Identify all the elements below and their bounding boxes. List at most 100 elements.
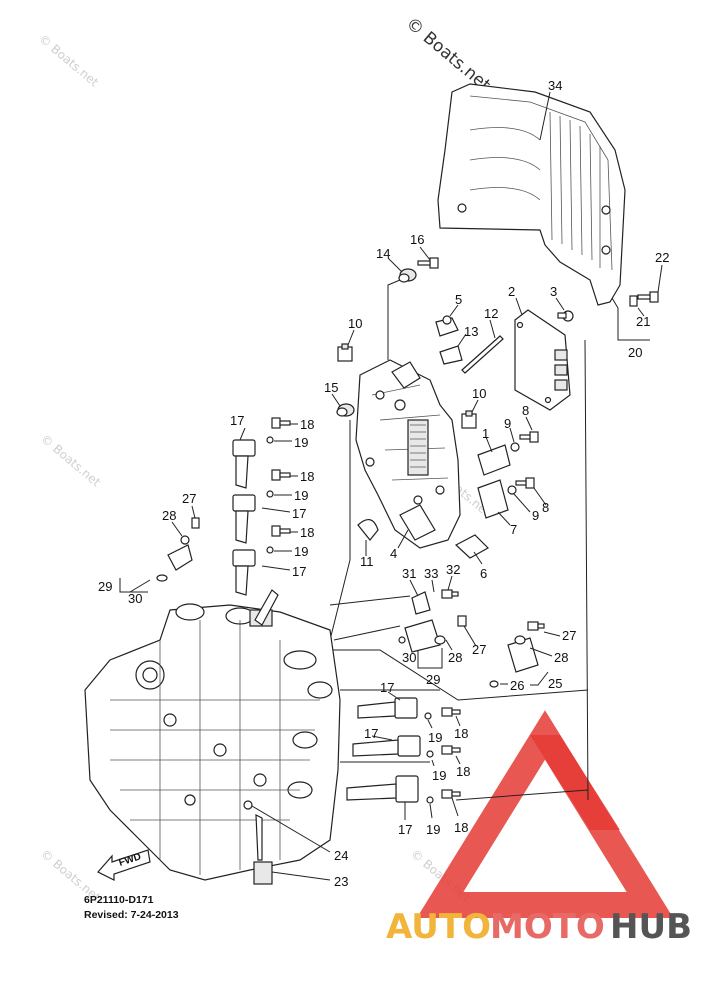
collar-14 <box>398 268 417 283</box>
bolt-18-c <box>271 525 291 537</box>
doc-code: 6P21110-D171 <box>84 894 154 906</box>
callout-29-left: 29 <box>98 579 112 594</box>
bolt-27-left <box>191 517 200 529</box>
callout-17-e: 17 <box>364 726 378 741</box>
callout-8-upper: 8 <box>522 403 529 418</box>
washer-19-f <box>426 796 434 804</box>
bolt-18-b <box>271 469 291 481</box>
callout-19-b: 19 <box>294 488 308 503</box>
callout-13: 13 <box>464 324 478 339</box>
callout-19-e: 19 <box>432 768 446 783</box>
callout-18-d: 18 <box>454 726 468 741</box>
bolt-16 <box>417 257 439 269</box>
ignition-coil-17-e <box>352 735 421 757</box>
callout-18-b: 18 <box>300 469 314 484</box>
bracket-7 <box>477 479 509 519</box>
callout-2: 2 <box>508 284 515 299</box>
washer-19-d <box>424 712 432 720</box>
collar-15 <box>336 403 355 417</box>
fwd-arrow-icon: FWD <box>97 849 151 881</box>
callout-17-a: 17 <box>230 413 244 428</box>
callout-34: 34 <box>548 78 562 93</box>
ecu-2 <box>514 309 571 411</box>
washer-19-c <box>266 546 274 554</box>
callout-19-a: 19 <box>294 435 308 450</box>
callout-24: 24 <box>334 848 348 863</box>
callout-33: 33 <box>424 566 438 581</box>
brand-moto: MOTO <box>490 907 605 947</box>
callout-32: 32 <box>446 562 460 577</box>
clamp-13 <box>439 345 463 365</box>
sensor-29-left <box>156 535 193 582</box>
callout-18-f: 18 <box>454 820 468 835</box>
sensor-23 <box>243 800 273 885</box>
cover-34 <box>437 83 626 306</box>
callout-8-lower: 8 <box>542 500 549 515</box>
callout-29-center: 29 <box>426 672 440 687</box>
brand-wordmark: AUTO MOTO HUB <box>386 907 692 947</box>
clamp-31 <box>411 591 431 615</box>
bolt-18-d <box>441 707 461 717</box>
relay-4 <box>399 504 436 541</box>
callout-28-left: 28 <box>162 508 176 523</box>
callout-14: 14 <box>376 246 390 261</box>
callout-25: 25 <box>548 676 562 691</box>
callout-23: 23 <box>334 874 348 889</box>
bracket-plate <box>355 359 461 549</box>
callout-31: 31 <box>402 566 416 581</box>
callout-16: 16 <box>410 232 424 247</box>
brand-hub: HUB <box>610 907 692 947</box>
callout-10-right: 10 <box>472 386 486 401</box>
callout-18-a: 18 <box>300 417 314 432</box>
ignition-coil-17-f <box>346 775 419 803</box>
clamp-5 <box>435 315 459 337</box>
watermark-top-left: © Boats.net <box>36 32 101 90</box>
callout-1: 1 <box>482 426 489 441</box>
callout-17-f: 17 <box>398 822 412 837</box>
callout-22: 22 <box>655 250 669 265</box>
washer-19-a <box>266 436 274 444</box>
bolt-27-center <box>457 615 467 627</box>
washer-9-lower <box>507 485 517 495</box>
sensor-29-center <box>398 619 446 653</box>
washer-9-upper <box>510 442 520 452</box>
callout-21: 21 <box>636 314 650 329</box>
bolt-22 <box>637 291 659 303</box>
bolt-18-f <box>441 789 461 799</box>
engine-block <box>84 589 341 881</box>
brand-triangle-logo <box>416 710 674 918</box>
bolt-27-right <box>527 621 545 631</box>
callout-19-d: 19 <box>428 730 442 745</box>
callout-27-center: 27 <box>472 642 486 657</box>
bracket-1 <box>477 444 511 476</box>
watermark-main: © Boats.net <box>402 14 495 96</box>
bolt-18-a <box>271 417 291 429</box>
sensor-25-right <box>489 635 539 688</box>
ignition-coil-17-a <box>232 439 256 489</box>
callout-27-left: 27 <box>182 491 196 506</box>
bolt-8-lower <box>515 477 535 489</box>
callout-5: 5 <box>455 292 462 307</box>
callout-9-upper: 9 <box>504 416 511 431</box>
doc-revised: Revised: 7-24-2013 <box>84 909 179 921</box>
callout-12: 12 <box>484 306 498 321</box>
callout-17-b: 17 <box>292 506 306 521</box>
callout-11: 11 <box>360 554 374 569</box>
callout-19-f: 19 <box>426 822 440 837</box>
bolt-3 <box>557 310 574 322</box>
bolt-32 <box>441 589 459 599</box>
tie-strap-12 <box>461 335 504 374</box>
washer-19-b <box>266 490 274 498</box>
callout-19-c: 19 <box>294 544 308 559</box>
callout-18-c: 18 <box>300 525 314 540</box>
callout-30-left: 30 <box>128 591 142 606</box>
callout-6: 6 <box>480 566 487 581</box>
grommet-21 <box>629 295 638 307</box>
ignition-coil-17-b <box>232 494 256 544</box>
clamp-11 <box>357 519 379 541</box>
callout-17-d: 17 <box>380 680 394 695</box>
holder-10-top <box>337 343 353 362</box>
callout-3: 3 <box>550 284 557 299</box>
callout-4: 4 <box>390 546 397 561</box>
callout-17-c: 17 <box>292 564 306 579</box>
